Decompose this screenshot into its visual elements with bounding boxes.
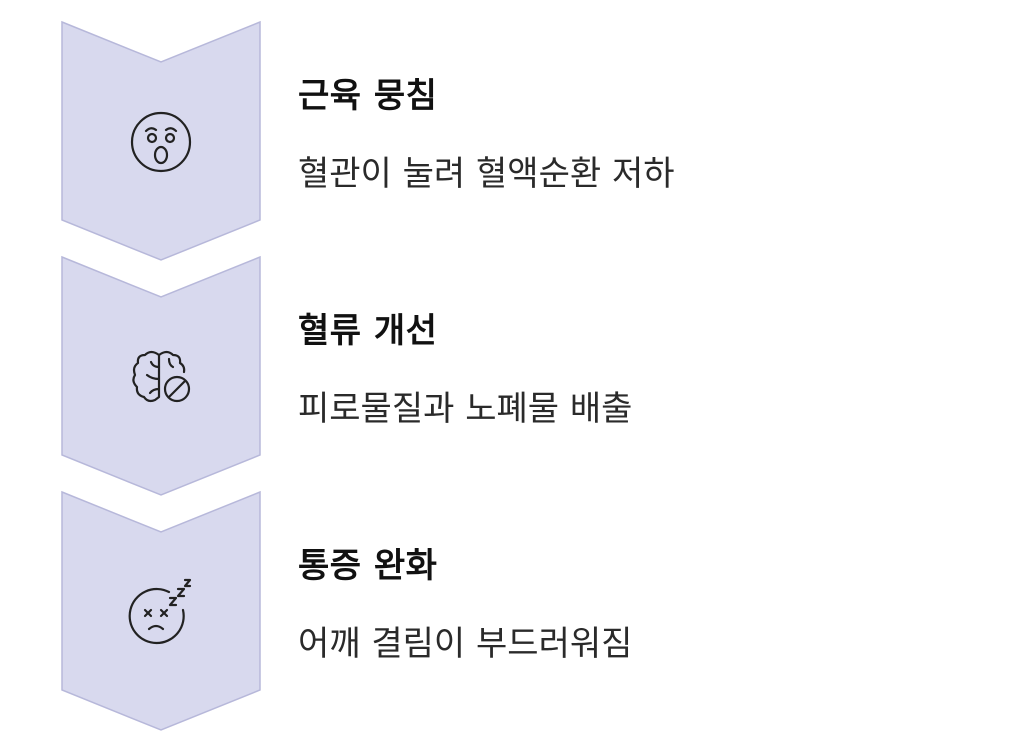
chevron-shape — [61, 20, 261, 261]
shocked-face-icon — [129, 110, 193, 174]
chevron-shape — [61, 255, 261, 496]
step-description: 피로물질과 노폐물 배출 — [298, 389, 633, 429]
step-title: 근육 뭉침 — [298, 76, 438, 116]
step-description: 어깨 결림이 부드러워짐 — [298, 624, 633, 664]
step-description: 혈관이 눌려 혈액순환 저하 — [298, 154, 675, 194]
step-title: 통증 완화 — [298, 546, 438, 586]
brain-blocked-icon — [129, 345, 193, 409]
flow-step-2: 혈류 개선 피로물질과 노폐물 배출 — [0, 255, 1016, 496]
flow-step-1: 근육 뭉침 혈관이 눌려 혈액순환 저하 — [0, 20, 1016, 261]
step-title: 혈류 개선 — [298, 311, 438, 351]
flow-step-3: 통증 완화 어깨 결림이 부드러워짐 — [0, 490, 1016, 731]
sleeping-face-icon — [128, 578, 193, 645]
